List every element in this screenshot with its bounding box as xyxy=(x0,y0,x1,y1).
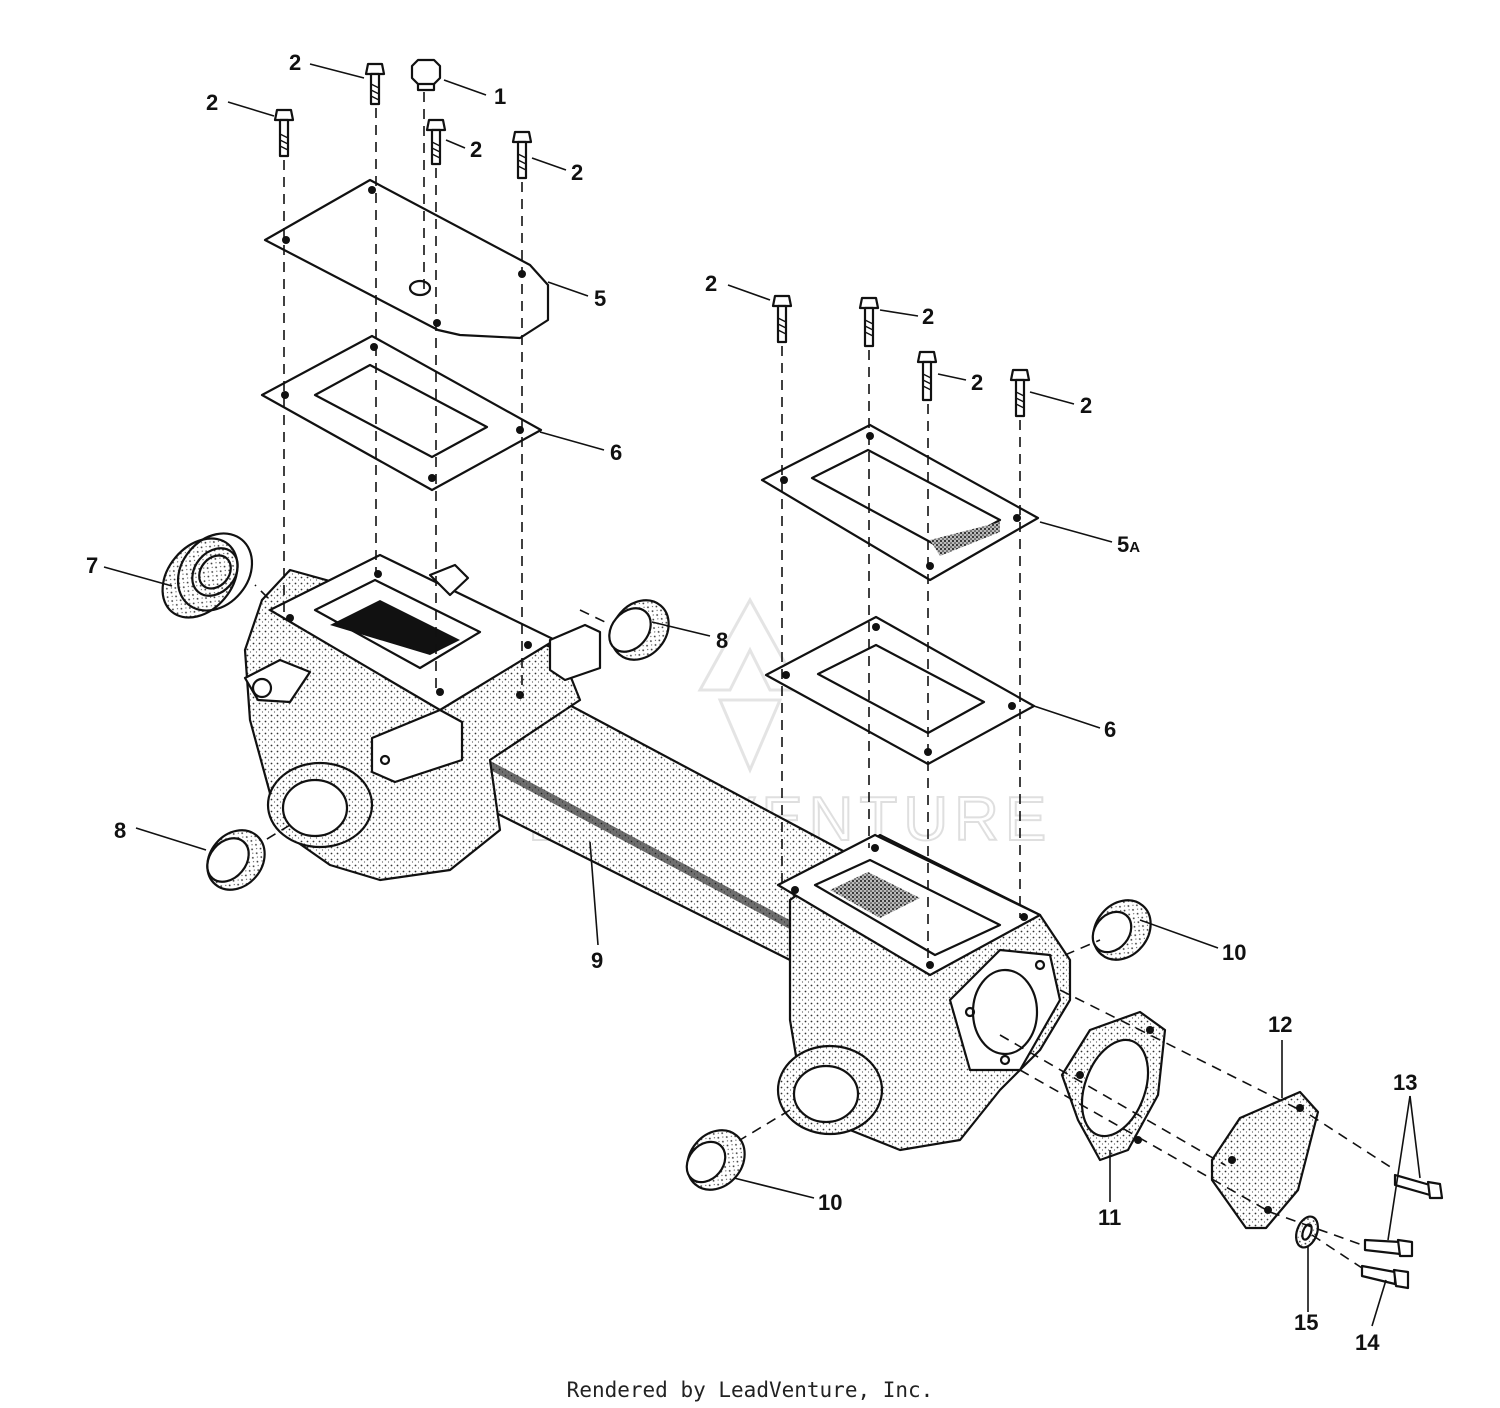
bolt xyxy=(1009,368,1031,418)
bolt xyxy=(858,296,880,348)
spacer-bushing xyxy=(685,1129,746,1191)
callout-5a: 5A xyxy=(1117,532,1140,557)
leader-lines xyxy=(103,63,1421,1327)
lock-washer xyxy=(1295,1215,1319,1249)
bolt xyxy=(425,118,447,166)
callout-labels: 2 2 1 2 2 5 6 2 2 2 2 5A 6 7 8 8 9 10 10… xyxy=(86,50,1417,1355)
inspection-cover xyxy=(760,423,1040,582)
bolt xyxy=(511,130,533,180)
bolt xyxy=(273,108,295,158)
cap-screw xyxy=(1363,1238,1414,1258)
callout-12: 12 xyxy=(1268,1012,1292,1037)
callout-9: 9 xyxy=(591,948,603,973)
side-cover xyxy=(1210,1090,1320,1230)
bolt xyxy=(364,62,386,106)
callout-1: 1 xyxy=(494,84,506,109)
assembly-lines xyxy=(254,92,1396,1269)
callout-14: 14 xyxy=(1355,1330,1380,1355)
callout-2: 2 xyxy=(1080,393,1092,418)
gasket xyxy=(260,334,543,492)
bolt xyxy=(916,350,938,402)
footer-credit: Rendered by LeadVenture, Inc. xyxy=(567,1378,934,1402)
callout-10: 10 xyxy=(1222,940,1246,965)
callout-2: 2 xyxy=(571,160,583,185)
bolt xyxy=(771,294,793,344)
callout-2: 2 xyxy=(971,370,983,395)
callout-8: 8 xyxy=(114,818,126,843)
callout-2: 2 xyxy=(289,50,301,75)
gasket xyxy=(764,615,1036,766)
callout-8: 8 xyxy=(716,628,728,653)
callout-5: 5 xyxy=(594,286,606,311)
cover-plate xyxy=(263,178,550,340)
main-housing xyxy=(243,553,1072,1152)
side-gasket xyxy=(1060,1010,1167,1162)
drain-plug xyxy=(410,58,442,92)
callout-6: 6 xyxy=(1104,717,1116,742)
callout-2: 2 xyxy=(470,137,482,162)
oil-seal xyxy=(206,829,266,891)
oil-seal xyxy=(608,599,670,661)
callout-11: 11 xyxy=(1098,1205,1121,1230)
bearing xyxy=(161,532,254,619)
cap-screw xyxy=(1393,1173,1444,1200)
callout-6: 6 xyxy=(610,440,622,465)
callout-10: 10 xyxy=(818,1190,842,1215)
callout-2: 2 xyxy=(705,271,717,296)
callout-15: 15 xyxy=(1294,1310,1318,1335)
cap-screw xyxy=(1360,1264,1410,1290)
callout-2: 2 xyxy=(922,304,934,329)
callout-2: 2 xyxy=(206,90,218,115)
callout-13: 13 xyxy=(1393,1070,1417,1095)
callout-7: 7 xyxy=(86,553,98,578)
spacer-bushing xyxy=(1091,899,1152,961)
